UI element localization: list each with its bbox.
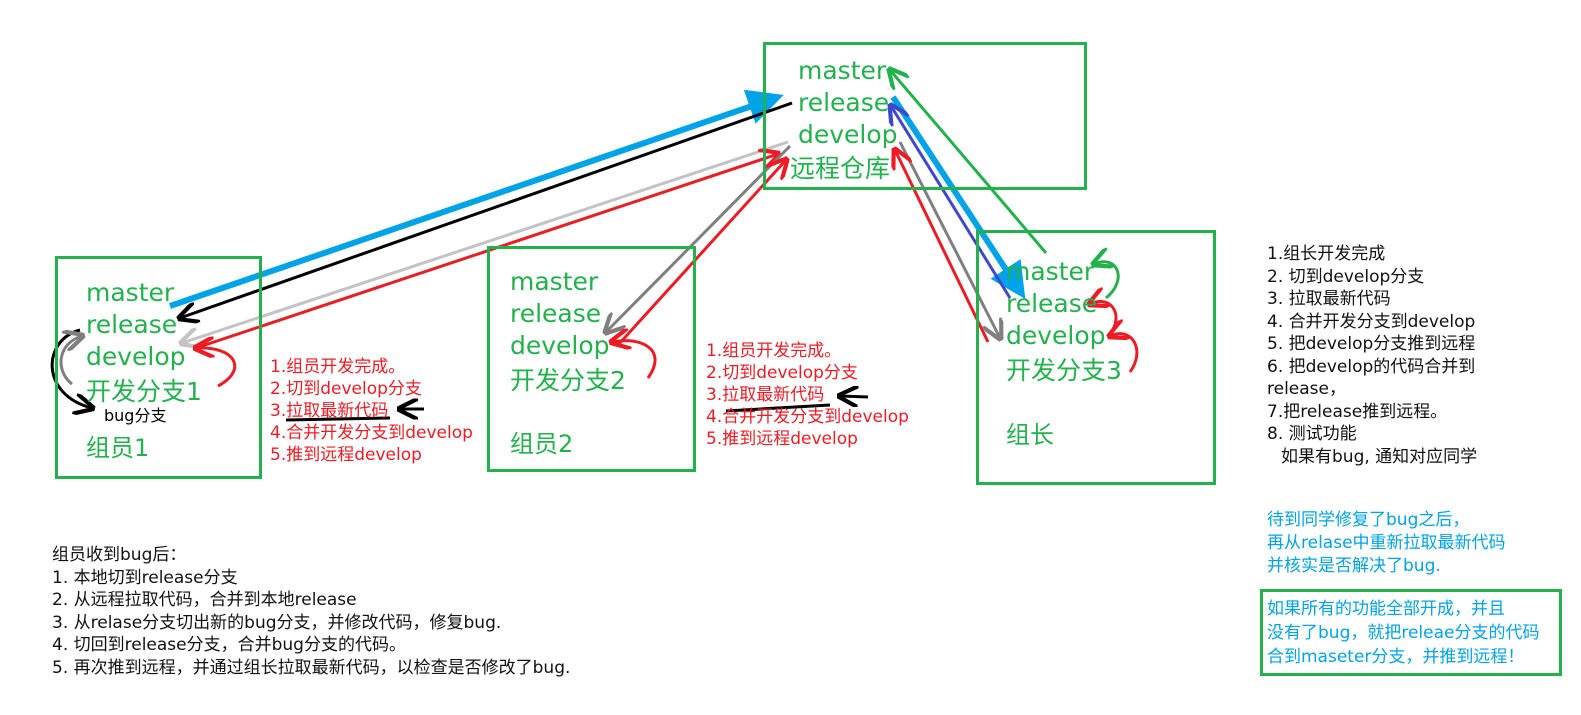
remote-repo-box <box>763 42 1087 190</box>
member2-label: 组员2 <box>510 430 574 458</box>
member1-step3-underline <box>285 416 391 422</box>
step-item: 如果有bug, 通知对应同学 <box>1281 446 1478 467</box>
leader-develop-gray-arrow <box>898 141 1000 338</box>
step-item: 7.把release推到远程。 <box>1267 401 1448 422</box>
member1-merge-curve <box>196 348 237 388</box>
step-item: 1.组员开发完成。 <box>706 341 842 361</box>
leader-branch-master: master <box>1006 257 1095 286</box>
leader-master-arrow <box>890 70 1048 254</box>
member1-bug-branch: bug分支 <box>104 406 167 425</box>
leader-master-curve <box>1094 262 1120 300</box>
leader-release-indigo-arrow <box>891 106 1012 299</box>
member2-box <box>487 246 696 472</box>
member2-branch-release: release <box>510 299 602 328</box>
member2-push-arrow <box>616 160 786 347</box>
note-line: 并核实是否解决了bug. <box>1267 556 1441 576</box>
note-line: 1. 本地切到release分支 <box>52 567 238 588</box>
step-item: 3.拉取最新代码 <box>270 401 389 421</box>
pull-release-arrow <box>180 101 793 318</box>
push-master-arrow <box>169 89 784 309</box>
member2-step3-pointer <box>840 396 869 397</box>
step-item: 5.推到远程develop <box>706 429 858 449</box>
member2-pull-arrow <box>606 144 792 332</box>
note-line: 没有了bug，就把releae分支的代码 <box>1267 623 1540 643</box>
bug-notes-heading: 组员收到bug后： <box>52 545 187 565</box>
note-line: 2. 从远程拉取代码，合并到本地release <box>52 590 357 610</box>
step-item: release， <box>1267 379 1346 399</box>
member2-branch-develop: develop <box>510 331 610 360</box>
member1-box <box>55 256 262 479</box>
leader-develop-red-arrow <box>895 150 990 343</box>
note-line: 5. 再次推到远程，并通过组长拉取最新代码，以检查是否修改了bug. <box>52 657 571 678</box>
step-item: 4.合并开发分支到develop <box>270 423 473 443</box>
member2-steps: 1.组员开发完成。 2.切到develop分支 3.拉取最新代码 4.合并开发分… <box>706 340 909 450</box>
remote-branch-develop: develop <box>798 120 898 149</box>
step-item: 2.切到develop分支 <box>706 363 858 383</box>
step-item: 4. 合并开发分支到develop <box>1267 311 1476 332</box>
remote-repo-title: 远程仓库 <box>790 154 891 183</box>
note-line: 4. 切回到release分支，合并bug分支的代码。 <box>52 635 406 655</box>
step-item: 3. 拉取最新代码 <box>1267 289 1391 309</box>
member1-feature-branch: 开发分支1 <box>86 377 202 406</box>
note-line: 3. 从relase分支切出新的bug分支，并修改代码，修复bug. <box>52 612 502 633</box>
member2-merge-curve <box>612 341 657 379</box>
note-line: 待到同学修复了bug之后， <box>1267 510 1470 530</box>
bug-notes: 组员收到bug后： 1. 本地切到release分支 2. 从远程拉取代码，合并… <box>52 544 570 679</box>
member1-branch-develop: develop <box>86 342 186 371</box>
step-item: 4.合并开发分支到develop <box>706 407 909 427</box>
leader-steps: 1.组长开发完成 2. 切到develop分支 3. 拉取最新代码 4. 合并开… <box>1267 243 1477 468</box>
step-item: 5.推到远程develop <box>270 445 422 465</box>
member1-branch-master: master <box>86 278 175 307</box>
step-item: 8. 测试功能 <box>1267 424 1357 444</box>
pull-develop-arrow <box>182 140 789 343</box>
final-note-box <box>1260 589 1562 676</box>
member1-branch-release: release <box>86 310 178 339</box>
remote-branch-release: release <box>798 88 890 117</box>
note-line: 如果所有的功能全部开成，并且 <box>1267 599 1505 619</box>
member1-steps: 1.组员开发完成。 2.切到develop分支 3.拉取最新代码 4.合并开发分… <box>270 356 473 466</box>
after-fix-note: 待到同学修复了bug之后， 再从relase中重新拉取最新代码 并核实是否解决了… <box>1267 509 1506 578</box>
step-item: 3.拉取最新代码 <box>706 385 825 405</box>
step-item: 1.组员开发完成。 <box>270 357 406 377</box>
leader-feature-branch: 开发分支3 <box>1006 356 1122 385</box>
step-item: 1.组长开发完成 <box>1267 244 1386 264</box>
leader-develop-curve <box>1110 334 1139 373</box>
step-item: 6. 把develop的代码合并到 <box>1267 356 1476 377</box>
member2-branch-master: master <box>510 267 599 296</box>
member1-label: 组员1 <box>86 434 150 462</box>
remote-branch-master: master <box>798 56 887 85</box>
leader-branch-develop: develop <box>1006 321 1106 350</box>
note-line: 再从relase中重新拉取最新代码 <box>1267 533 1506 553</box>
member2-step3-underline <box>725 403 831 413</box>
note-line: 合到maseter分支，并推到远程！ <box>1267 647 1525 667</box>
member2-feature-branch: 开发分支2 <box>510 366 626 395</box>
leader-branch-release: release <box>1006 289 1098 318</box>
leader-release-blue-arrow <box>890 95 1026 300</box>
step-item: 2.切到develop分支 <box>270 379 422 399</box>
leader-box <box>976 230 1216 485</box>
leader-release-curve <box>1090 301 1118 335</box>
step-item: 5. 把develop分支推到远程 <box>1267 334 1476 354</box>
leader-label: 组长 <box>1006 421 1054 449</box>
step-item: 2. 切到develop分支 <box>1267 266 1425 287</box>
member1-bug-merge-curve <box>59 336 82 386</box>
final-note: 如果所有的功能全部开成，并且 没有了bug，就把releae分支的代码 合到ma… <box>1267 597 1540 669</box>
